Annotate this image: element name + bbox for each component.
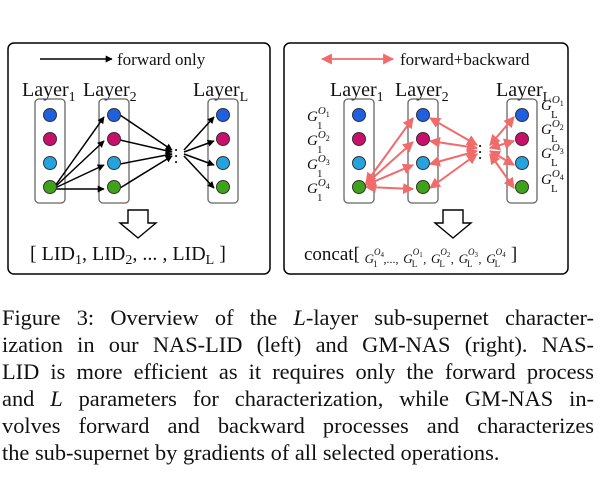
right-ll-node-4 [515, 180, 529, 194]
caption-line-5: volves forward and backward processes an… [2, 413, 594, 438]
right-bidirectional-arrows [364, 116, 516, 195]
caption-line-1: Figure 3: Overview of the L-layer sub-su… [2, 305, 594, 330]
caption-math-var: L [50, 386, 63, 411]
left-output-text: [ LID1, LID2, ... , LIDL ] [30, 243, 226, 268]
right-down-arrow [433, 209, 473, 239]
left-l2-node-3 [107, 156, 121, 170]
right-ll-node-3 [515, 156, 529, 170]
left-l2-node-1 [107, 108, 121, 122]
concat-term-5: G [486, 251, 496, 266]
left-ll-node-3 [216, 156, 230, 170]
left-ll-node-4 [216, 180, 230, 194]
right-panel-frame [283, 42, 569, 275]
caption-line-4: and L parameters for characterization, w… [2, 386, 594, 411]
left-legend-label: forward only [117, 50, 206, 69]
right-layer-l-label: LayerL [496, 79, 551, 105]
caption-line-2: ization in our NAS-LID (left) and GM-NAS… [2, 332, 594, 357]
right-ll-node-2 [515, 132, 529, 146]
concat-term-4: G [459, 251, 469, 266]
left-down-arrow [118, 209, 158, 239]
right-l2-node-2 [416, 132, 430, 146]
right-l2-node-4 [416, 180, 430, 194]
caption-line-6: the sub-supernet by gradients of all sel… [2, 440, 500, 465]
left-ellipsis: … [171, 147, 191, 165]
left-layer-l-box [207, 98, 239, 204]
right-layer-1-label: Layer1 [330, 79, 384, 105]
concat-term-2: G [403, 251, 413, 266]
left-l1-node-4 [43, 180, 57, 194]
left-layer-l-label: LayerL [193, 79, 248, 105]
left-panel: forward only Layer1 Layer2 LayerL … [22, 50, 248, 268]
left-nodes [43, 108, 230, 194]
right-l1-node-1 [352, 108, 366, 122]
right-layer-2-label: Layer2 [395, 79, 449, 105]
figure-3-diagram: forward only Layer1 Layer2 LayerL … [7, 42, 569, 275]
caption-line-3: LID is more efficient as it requires onl… [2, 359, 594, 384]
left-l2-node-4 [107, 180, 121, 194]
left-forward-arrows [54, 114, 215, 193]
right-l2-node-1 [416, 108, 430, 122]
concat-term-1: G [365, 251, 375, 266]
figure-caption: Figure 3: Overview of the L-layer sub-su… [0, 304, 601, 466]
caption-math-var: L [293, 305, 306, 330]
right-nodes [352, 108, 529, 194]
left-l2-node-2 [107, 132, 121, 146]
right-ellipsis: … [475, 143, 495, 161]
left-l1-node-3 [43, 156, 57, 170]
right-l1-node-4 [352, 180, 366, 194]
left-layer-1-box [34, 98, 66, 204]
left-layer-2-label: Layer2 [83, 79, 137, 105]
left-ll-node-1 [216, 108, 230, 122]
concat-term-3: G [431, 251, 441, 266]
right-l1-node-2 [352, 132, 366, 146]
left-layer-2-box [98, 98, 130, 204]
right-l2-node-3 [416, 156, 430, 170]
left-layer-1-label: Layer1 [22, 79, 76, 105]
right-panel: forward+backward Layer1 Layer2 LayerL GO… [304, 50, 564, 272]
right-legend-label: forward+backward [400, 50, 530, 69]
left-panel-frame [7, 42, 271, 275]
left-l1-node-1 [43, 108, 57, 122]
left-l1-node-2 [43, 132, 57, 146]
left-ll-node-2 [216, 132, 230, 146]
right-ll-node-1 [515, 108, 529, 122]
right-l1-node-3 [352, 156, 366, 170]
